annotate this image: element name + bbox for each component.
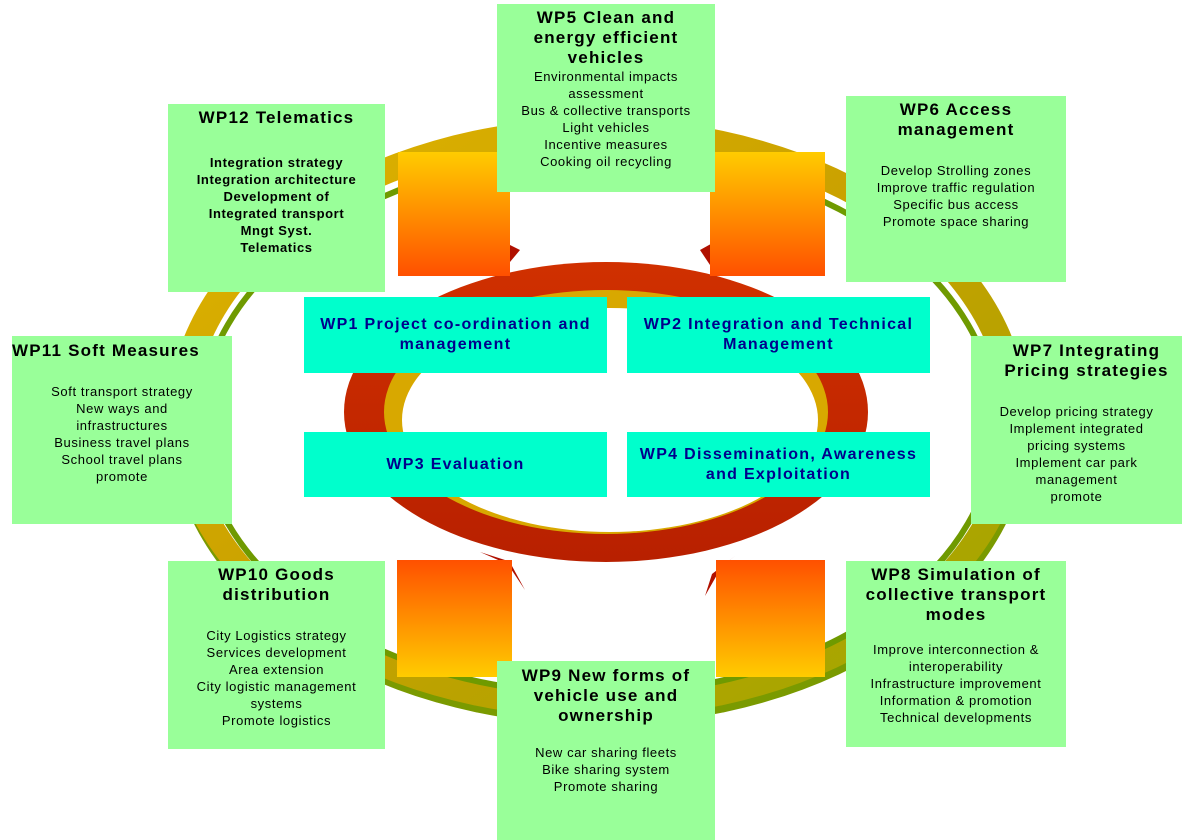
wp10-items: City Logistics strategy Services develop… — [168, 627, 385, 729]
list-item: Promote space sharing — [882, 214, 1030, 229]
list-item: Business travel plans — [54, 435, 190, 450]
wp5-items: Environmental impacts assessment Bus & c… — [497, 68, 715, 170]
wp8-box[interactable]: WP8 Simulation of collective transport m… — [846, 561, 1066, 747]
list-item: New ways and — [76, 401, 168, 416]
list-item: Integration architecture — [196, 172, 357, 187]
wp9-box[interactable]: WP9 New forms of vehicle use and ownersh… — [497, 661, 715, 840]
wp6-items: Develop Strolling zones Improve traffic … — [846, 162, 1066, 230]
list-item: Services development — [206, 645, 347, 660]
list-item: Light vehicles — [562, 120, 650, 135]
list-item: infrastructures — [76, 418, 168, 433]
list-item: Information & promotion — [879, 693, 1033, 708]
wp12-title: WP12 Telematics — [198, 108, 355, 127]
list-item: interoperability — [908, 659, 1004, 674]
connector-arrow-wp8 — [705, 556, 825, 677]
list-item: Improve traffic regulation — [876, 180, 1036, 195]
wp12-items: Integration strategy Integration archite… — [168, 154, 385, 256]
wp5-title: WP5 Clean and energy efficient vehicles — [533, 8, 679, 67]
list-item: Bus & collective transports — [521, 103, 691, 118]
list-item: promote — [96, 469, 148, 484]
wp3-label: WP3 Evaluation — [386, 455, 525, 473]
list-item: Implement car park — [1015, 455, 1138, 470]
list-item: Incentive measures — [544, 137, 668, 152]
list-item: management — [1035, 472, 1118, 487]
wp8-title: WP8 Simulation of collective transport m… — [865, 565, 1047, 624]
list-item: Implement integrated — [1009, 421, 1144, 436]
list-item: Mngt Syst. — [240, 223, 313, 238]
list-item: City logistic management — [196, 679, 357, 694]
list-item: Develop Strolling zones — [880, 163, 1032, 178]
list-item: Telematics — [240, 240, 313, 255]
wp7-title: WP7 Integrating Pricing strategies — [1004, 341, 1169, 380]
wp11-box[interactable]: WP11 Soft Measures Soft transport strate… — [12, 336, 232, 524]
wp9-title: WP9 New forms of vehicle use and ownersh… — [521, 666, 691, 725]
list-item: assessment — [568, 86, 644, 101]
wp6-box[interactable]: WP6 Access management Develop Strolling … — [846, 96, 1066, 282]
wp9-items: New car sharing fleets Bike sharing syst… — [497, 744, 715, 795]
list-item: New car sharing fleets — [535, 745, 677, 760]
wp1-label: WP1 Project co-ordination and management — [320, 316, 591, 353]
wp3-box[interactable]: WP3 Evaluation — [304, 432, 607, 497]
list-item: Soft transport strategy — [51, 384, 193, 399]
list-item: Promote logistics — [221, 713, 332, 728]
list-item: Environmental impacts — [533, 69, 679, 84]
list-item: Integrated transport — [208, 206, 345, 221]
list-item: systems — [250, 696, 303, 711]
wp7-items: Develop pricing strategy Implement integ… — [971, 403, 1182, 505]
wp8-items: Improve interconnection & interoperabili… — [846, 641, 1066, 726]
wp7-box[interactable]: WP7 Integrating Pricing strategies Devel… — [971, 336, 1182, 524]
wp2-box[interactable]: WP2 Integration and Technical Management — [627, 297, 930, 373]
wp5-box[interactable]: WP5 Clean and energy efficient vehicles … — [497, 4, 715, 192]
list-item: promote — [1050, 489, 1103, 504]
list-item: Technical developments — [880, 710, 1032, 725]
list-item: Cooking oil recycling — [540, 154, 672, 169]
wp6-title: WP6 Access management — [897, 100, 1015, 139]
list-item: Specific bus access — [893, 197, 1019, 212]
list-item: Infrastructure improvement — [870, 676, 1042, 691]
list-item: Develop pricing strategy — [999, 404, 1154, 419]
wp11-title: WP11 Soft Measures — [12, 341, 200, 360]
list-item: Improve interconnection & — [872, 642, 1040, 657]
list-item: Area extension — [228, 662, 325, 677]
list-item: Promote sharing — [553, 779, 659, 794]
list-item: Development of — [223, 189, 330, 204]
wp10-box[interactable]: WP10 Goods distribution City Logistics s… — [168, 561, 385, 749]
wp4-box[interactable]: WP4 Dissemination, Awareness and Exploit… — [627, 432, 930, 497]
list-item: City Logistics strategy — [206, 628, 347, 643]
wp4-label: WP4 Dissemination, Awareness and Exploit… — [639, 445, 918, 483]
list-item: School travel plans — [61, 452, 183, 467]
wp10-title: WP10 Goods distribution — [218, 565, 335, 604]
connector-arrow-wp6 — [700, 152, 825, 276]
wp2-label: WP2 Integration and Technical Management — [643, 316, 914, 353]
wp11-items: Soft transport strategy New ways and inf… — [12, 383, 232, 485]
connector-arrow-wp12 — [398, 152, 520, 276]
wp12-box[interactable]: WP12 Telematics Integration strategy Int… — [168, 104, 385, 292]
list-item: pricing systems — [1027, 438, 1126, 453]
connector-arrow-wp10 — [397, 552, 525, 677]
list-item: Bike sharing system — [542, 762, 670, 777]
wp1-box[interactable]: WP1 Project co-ordination and management — [304, 297, 607, 373]
list-item: Integration strategy — [209, 155, 344, 170]
